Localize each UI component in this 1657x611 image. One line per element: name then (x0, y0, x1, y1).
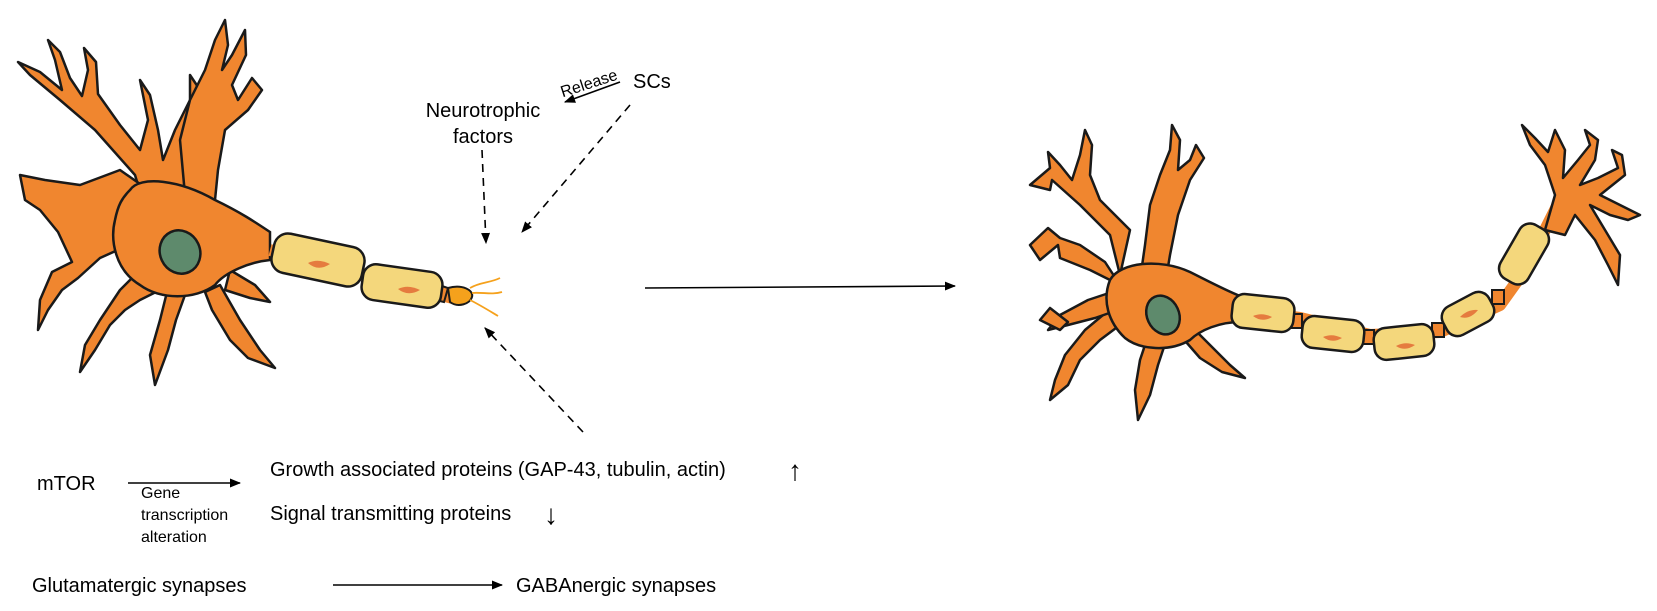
gene-label-line2: transcription (141, 507, 228, 524)
right-axon-terminals (1520, 123, 1642, 287)
left-myelin-2 (360, 263, 444, 309)
growth-proteins-label: Growth associated proteins (GAP-43, tubu… (270, 459, 726, 481)
regenerated-neuron (1028, 123, 1642, 422)
release-arrow (563, 81, 621, 103)
glutamatergic-label: Glutamatergic synapses (32, 575, 247, 597)
dashed-arrow-from-scs (521, 104, 631, 233)
injured-neuron (16, 18, 503, 387)
left-nucleus (158, 229, 202, 275)
growth-up-arrow: ↑ (788, 455, 802, 486)
dashed-arrow-from-mtor (484, 327, 584, 433)
growth-cone (446, 285, 474, 306)
right-nucleus (1144, 294, 1182, 336)
left-myelin-1 (270, 232, 366, 288)
right-dendrites (1028, 123, 1247, 422)
release-label: Release (559, 67, 620, 101)
neurotrophic-label-line1: Neurotrophic (426, 100, 541, 122)
right-myelin-2 (1300, 314, 1366, 354)
signal-down-arrow: ↓ (544, 499, 558, 530)
growth-cone-filopodia (469, 277, 503, 317)
gene-label-line3: alteration (141, 529, 207, 546)
gene-label-line1: Gene (141, 485, 180, 502)
right-myelin-3 (1372, 322, 1436, 362)
gabanergic-label: GABAnergic synapses (516, 575, 716, 597)
right-myelin-5 (1497, 222, 1551, 286)
neurotrophic-label-line2: factors (453, 126, 513, 148)
mtor-label: mTOR (37, 473, 96, 495)
transition-arrow (644, 281, 957, 291)
right-myelin-1 (1230, 292, 1296, 334)
scs-label: SCs (633, 71, 671, 93)
dashed-arrow-from-neurotrophic (481, 149, 491, 245)
signal-proteins-label: Signal transmitting proteins (270, 503, 511, 525)
